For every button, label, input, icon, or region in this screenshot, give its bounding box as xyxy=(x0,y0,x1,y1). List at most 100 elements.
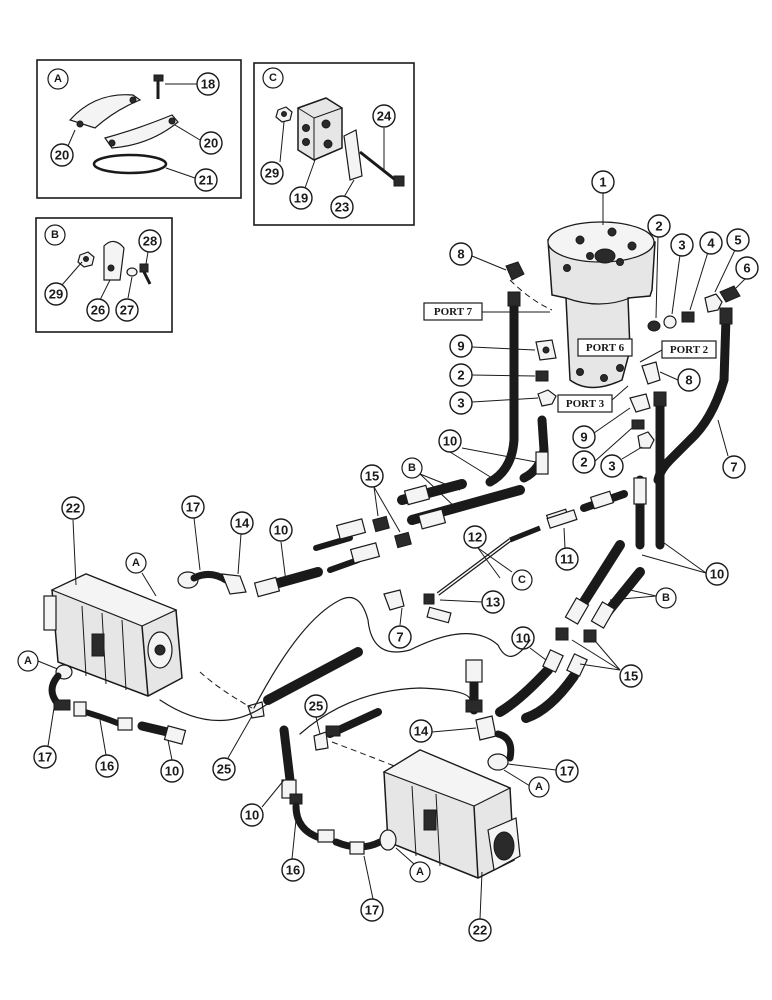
port-7-label: PORT 7 xyxy=(423,302,483,321)
callout-3-top: 3 xyxy=(670,233,694,257)
callout-18: 18 xyxy=(196,72,220,96)
callout-17-bottom: 17 xyxy=(360,898,384,922)
elbow-fitting xyxy=(475,715,497,741)
svg-text:8: 8 xyxy=(685,373,692,388)
svg-text:17: 17 xyxy=(560,764,574,779)
svg-text:2: 2 xyxy=(580,455,587,470)
washer xyxy=(126,267,138,277)
svg-text:A: A xyxy=(416,866,424,878)
port-3-label: PORT 3 xyxy=(557,394,613,413)
callout-22-right: 22 xyxy=(468,918,492,942)
callout-25-left: 25 xyxy=(212,757,236,781)
callout-17-top: 17 xyxy=(181,495,205,519)
callout-10-center: 10 xyxy=(511,626,535,650)
o-ring xyxy=(92,153,168,175)
svg-text:B: B xyxy=(662,592,670,604)
svg-text:16: 16 xyxy=(286,863,300,878)
svg-text:A: A xyxy=(54,73,62,85)
port-6-label: PORT 6 xyxy=(577,338,633,357)
callout-10-bottom-left: 10 xyxy=(160,759,184,783)
callout-23: 23 xyxy=(330,195,354,219)
svg-text:A: A xyxy=(535,781,543,793)
callout-5: 5 xyxy=(726,228,750,252)
callout-20-left: 20 xyxy=(50,143,74,167)
svg-text:17: 17 xyxy=(38,750,52,765)
svg-text:14: 14 xyxy=(235,516,250,531)
svg-text:5: 5 xyxy=(734,233,741,248)
svg-text:20: 20 xyxy=(55,148,69,163)
svg-text:20: 20 xyxy=(204,136,218,151)
flange-half-upper xyxy=(68,94,142,129)
straight-fitting xyxy=(426,606,452,624)
hose-fittings xyxy=(163,291,733,799)
callout-2-top: 2 xyxy=(647,214,671,238)
ref-b-upper: B xyxy=(401,457,423,479)
elbow-fitting xyxy=(221,573,247,595)
elbow-fitting xyxy=(383,589,405,611)
ref-c: C xyxy=(511,569,533,591)
callout-9-right: 9 xyxy=(572,425,596,449)
svg-text:4: 4 xyxy=(707,236,715,251)
callout-14-top: 14 xyxy=(230,511,254,535)
callout-3-left: 3 xyxy=(449,391,473,415)
centerline xyxy=(199,671,253,709)
callout-10-left: 10 xyxy=(269,518,293,542)
bolt-head xyxy=(139,263,149,273)
svg-text:29: 29 xyxy=(49,287,63,302)
elbow-fitting xyxy=(505,261,525,281)
callout-29-b: 29 xyxy=(44,282,68,306)
svg-text:A: A xyxy=(132,557,140,569)
callout-28: 28 xyxy=(138,229,162,253)
svg-text:10: 10 xyxy=(443,434,457,449)
svg-text:10: 10 xyxy=(710,567,724,582)
inset-b-letter: B xyxy=(44,224,66,246)
callout-21: 21 xyxy=(194,168,218,192)
svg-text:21: 21 xyxy=(199,173,213,188)
svg-text:2: 2 xyxy=(457,368,464,383)
union-fitting xyxy=(546,509,578,529)
clamp-plate xyxy=(343,129,363,181)
callout-16-bottom: 16 xyxy=(281,858,305,882)
svg-text:10: 10 xyxy=(274,523,288,538)
svg-text:16: 16 xyxy=(100,759,114,774)
svg-text:7: 7 xyxy=(730,460,737,475)
callout-9-left: 9 xyxy=(449,334,473,358)
callout-22-left: 22 xyxy=(61,496,85,520)
clamp xyxy=(103,240,125,281)
callout-19: 19 xyxy=(289,186,313,210)
svg-text:14: 14 xyxy=(414,724,429,739)
ref-a-right-top: A xyxy=(528,776,550,798)
ref-a-left-top: A xyxy=(125,552,147,574)
svg-text:10: 10 xyxy=(245,808,259,823)
svg-text:3: 3 xyxy=(457,396,464,411)
callout-26: 26 xyxy=(86,298,110,322)
callout-8-top: 8 xyxy=(449,242,473,266)
inset-a: A 18 20 20 21 xyxy=(36,59,242,199)
svg-text:B: B xyxy=(51,229,59,241)
fittings-stack-right xyxy=(647,285,741,332)
svg-text:A: A xyxy=(24,655,32,667)
swivel-valve xyxy=(547,221,656,389)
svg-text:15: 15 xyxy=(624,669,638,684)
svg-text:C: C xyxy=(518,574,526,586)
svg-text:PORT 7: PORT 7 xyxy=(434,306,473,318)
svg-text:26: 26 xyxy=(91,303,105,318)
svg-text:24: 24 xyxy=(377,109,392,124)
ref-b-right: B xyxy=(655,587,677,609)
callout-4: 4 xyxy=(699,231,723,255)
svg-text:17: 17 xyxy=(365,903,379,918)
callout-13: 13 xyxy=(481,590,505,614)
svg-text:11: 11 xyxy=(560,552,574,567)
callout-10-right: 10 xyxy=(705,562,729,586)
ref-a-bottom: A xyxy=(409,861,431,883)
svg-text:3: 3 xyxy=(678,238,685,253)
callout-10-upper: 10 xyxy=(438,429,462,453)
svg-text:2: 2 xyxy=(655,219,662,234)
svg-text:9: 9 xyxy=(457,339,464,354)
callout-3-right: 3 xyxy=(600,454,624,478)
callout-27: 27 xyxy=(115,298,139,322)
svg-text:19: 19 xyxy=(294,191,308,206)
centerline xyxy=(509,279,553,311)
callout-15-right: 15 xyxy=(619,664,643,688)
inset-b: B 29 26 27 28 xyxy=(35,217,173,333)
